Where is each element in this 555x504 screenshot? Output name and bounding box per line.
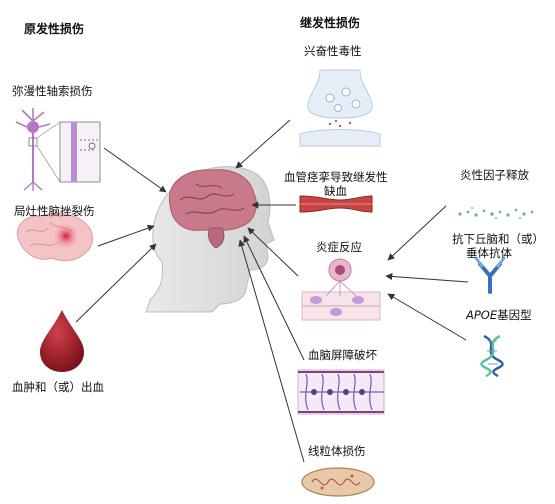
cytokine-particles-icon bbox=[458, 206, 534, 220]
arrow-bbb-to-brain bbox=[243, 235, 305, 361]
brain-contusion-icon bbox=[16, 212, 93, 262]
excitotoxicity-label: 兴奋性毒性 bbox=[304, 44, 362, 58]
arrow-inflammation-to-brain bbox=[247, 227, 299, 277]
arrows bbox=[75, 119, 469, 463]
inflammation-icon bbox=[301, 258, 381, 321]
arrow-mitochondria-to-brain bbox=[238, 239, 305, 463]
arrow-antibody-to-inflammation bbox=[385, 272, 469, 283]
antibody-label-line1: 抗下丘脑和（或） bbox=[452, 232, 544, 246]
hematoma-label: 血肿和（或）出血 bbox=[12, 380, 104, 394]
genotype-text: 基因型 bbox=[497, 308, 532, 322]
arrow-excitotoxicity-to-brain bbox=[235, 119, 291, 169]
arrow-apoe-to-inflammation bbox=[387, 293, 467, 341]
cytokine-release-label: 炎性因子释放 bbox=[460, 168, 529, 182]
arrow-blood-to-brain bbox=[75, 243, 157, 323]
apoe-genotype-label: APOE基因型 bbox=[466, 308, 532, 322]
bbb-disruption-label: 血脑屏障破坏 bbox=[308, 348, 377, 362]
mitochondrial-damage-label: 线粒体损伤 bbox=[308, 444, 366, 458]
neuron-axon-icon bbox=[15, 108, 101, 191]
vasospasm-label-line2: 缺血 bbox=[324, 184, 347, 198]
blood-drop-icon bbox=[40, 310, 84, 372]
antibody-icon bbox=[474, 256, 506, 294]
mitochondrion-icon bbox=[301, 467, 375, 497]
primary-injury-header: 原发性损伤 bbox=[24, 22, 85, 36]
arrow-cytokines-to-inflammation bbox=[387, 205, 447, 261]
vessel-constriction-icon bbox=[299, 195, 373, 213]
dna-helix-icon bbox=[480, 334, 504, 378]
synapse-icon bbox=[299, 69, 381, 147]
inflammation-label: 炎症反应 bbox=[316, 240, 362, 254]
human-head-brain-icon bbox=[145, 166, 275, 313]
antibody-label-line2: 垂体抗体 bbox=[466, 246, 512, 260]
focal-contusion-label: 局灶性脑挫裂伤 bbox=[14, 204, 95, 218]
blood-brain-barrier-icon bbox=[297, 369, 385, 415]
secondary-injury-header: 继发性损伤 bbox=[300, 16, 361, 30]
diffuse-axonal-injury-label: 弥漫性轴索损伤 bbox=[12, 84, 93, 98]
vasospasm-label-line1: 血管痉挛导致继发性 bbox=[284, 170, 388, 184]
apoe-gene-name: APOE bbox=[466, 308, 498, 322]
arrow-contusion-to-brain bbox=[97, 224, 155, 247]
arrow-axonal-to-brain bbox=[103, 147, 167, 193]
